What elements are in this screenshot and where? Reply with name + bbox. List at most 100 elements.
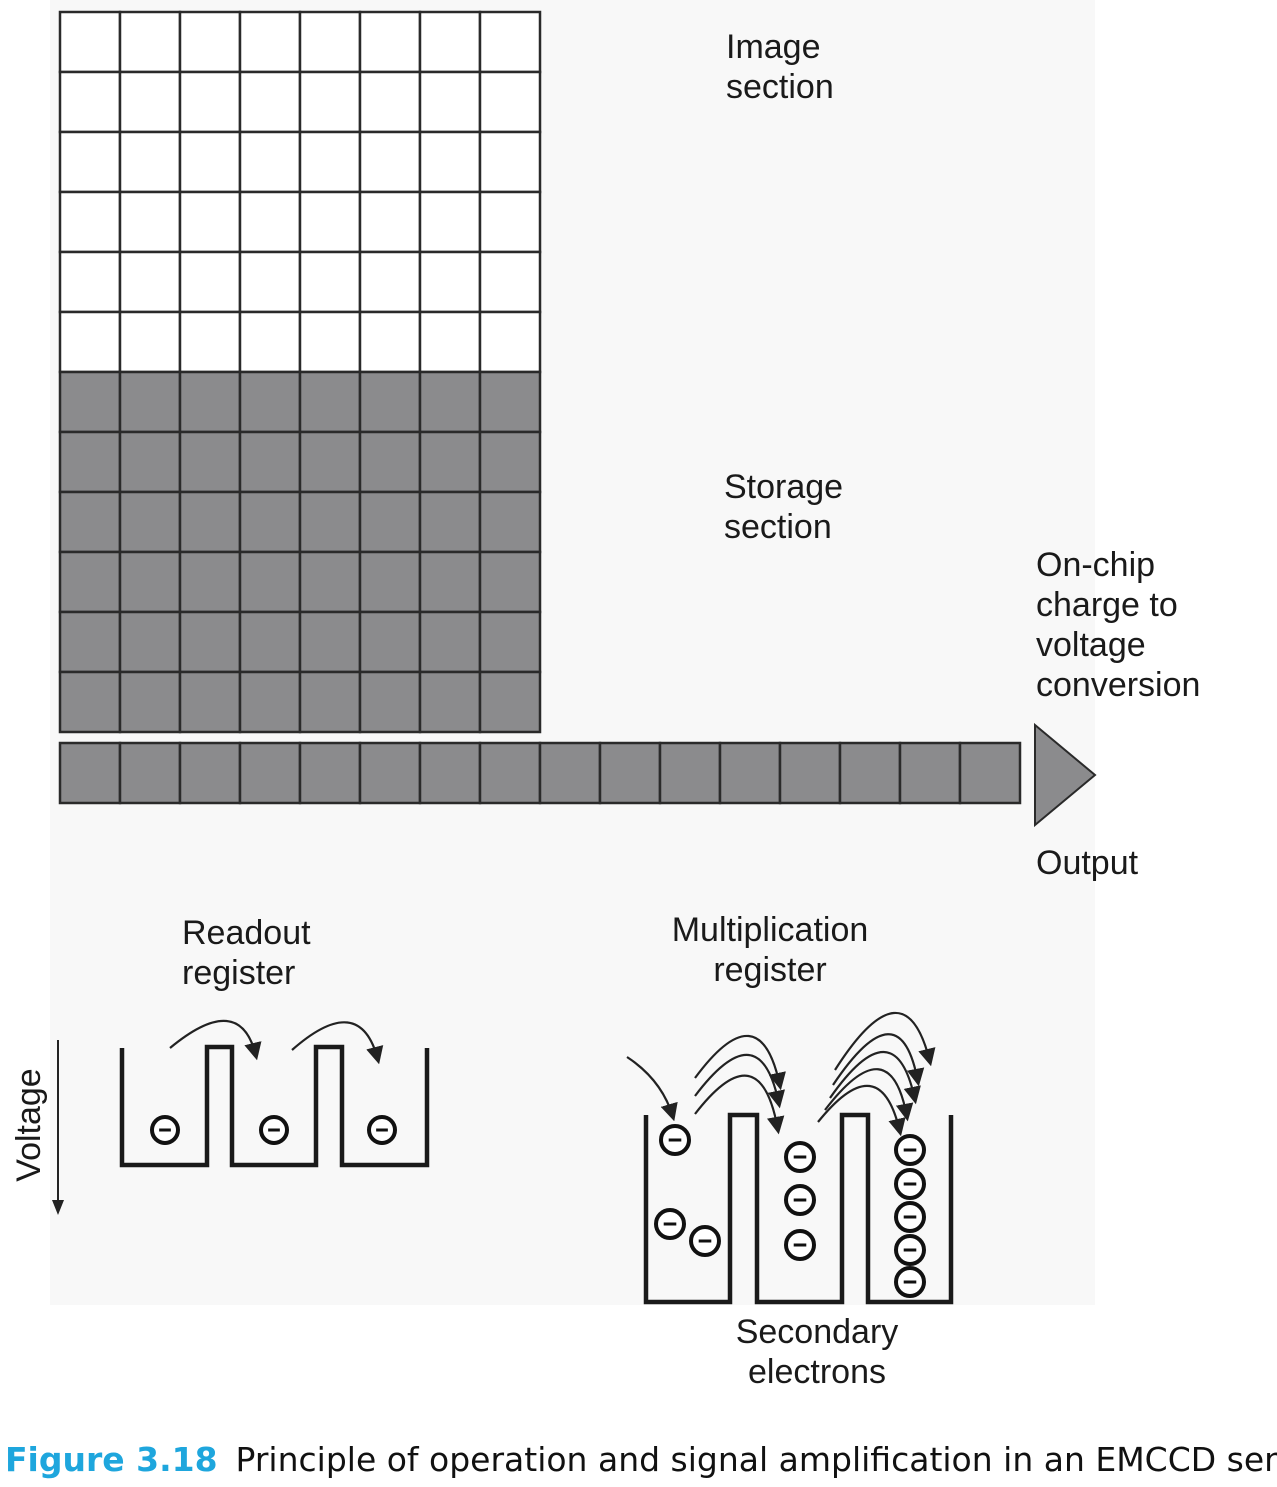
storage-pixel [178, 610, 242, 674]
register-pixel [658, 741, 722, 805]
figure-number: Figure 3.18 [5, 1440, 218, 1479]
electron-icon [784, 1184, 816, 1216]
storage-pixel [58, 670, 122, 734]
image-pixel [358, 310, 422, 374]
image-pixel [418, 250, 482, 314]
storage-pixel [478, 550, 542, 614]
electron-icon [894, 1201, 926, 1233]
image-pixel [478, 70, 542, 134]
storage-pixel [238, 490, 302, 554]
image-pixel [418, 130, 482, 194]
storage-pixel [298, 550, 362, 614]
storage-pixel [358, 370, 422, 434]
storage-pixel [358, 490, 422, 554]
image-pixel [358, 190, 422, 254]
transfer-arrow [817, 1084, 906, 1137]
storage-pixel [358, 430, 422, 494]
image-pixel [238, 70, 302, 134]
storage-pixel [58, 370, 122, 434]
image-pixel [178, 310, 242, 374]
storage-pixel [238, 610, 302, 674]
storage-pixel [358, 550, 422, 614]
image-pixel [58, 70, 122, 134]
image-pixel [178, 10, 242, 74]
storage-pixel [478, 670, 542, 734]
caption-text: Principle of operation and signal amplif… [236, 1440, 1277, 1479]
electron-icon [894, 1168, 926, 1200]
storage-pixel [238, 550, 302, 614]
electron-icon [894, 1266, 926, 1298]
storage-pixel [418, 550, 482, 614]
transfer-arrow [694, 1053, 786, 1109]
multiplication-electrons [654, 1124, 926, 1298]
image-pixel [298, 10, 362, 74]
image-pixel [298, 70, 362, 134]
storage-pixel [58, 610, 122, 674]
image-pixel [298, 250, 362, 314]
storage-pixel [418, 430, 482, 494]
storage-pixel [418, 370, 482, 434]
storage-pixel [58, 430, 122, 494]
register-pixel [298, 741, 362, 805]
image-pixel [478, 250, 542, 314]
storage-pixel [418, 490, 482, 554]
electron-icon [654, 1208, 686, 1240]
image-pixel [238, 130, 302, 194]
image-pixel [478, 310, 542, 374]
multiplication-transfer-arrows [626, 1011, 936, 1137]
storage-pixel [298, 370, 362, 434]
image-pixel [418, 70, 482, 134]
transfer-arrow [834, 1011, 936, 1071]
image-pixel [238, 190, 302, 254]
register-pixel [178, 741, 242, 805]
voltage-arrow-head-icon [52, 1200, 64, 1215]
sensor-grid [58, 10, 542, 734]
image-pixel [58, 10, 122, 74]
image-pixel [238, 310, 302, 374]
storage-pixel [358, 670, 422, 734]
storage-pixel [178, 430, 242, 494]
electron-icon [894, 1134, 926, 1166]
transfer-arrow [832, 1033, 925, 1087]
image-pixel [358, 250, 422, 314]
multiplication-potential-wells [643, 1112, 954, 1305]
readout-potential-wells [119, 1044, 430, 1168]
image-pixel [118, 70, 182, 134]
image-pixel [178, 190, 242, 254]
image-pixel [58, 130, 122, 194]
storage-pixel [478, 430, 542, 494]
output-amplifier-triangle [1034, 722, 1097, 828]
image-pixel [298, 190, 362, 254]
register-pixel [718, 741, 782, 805]
register-pixel [118, 741, 182, 805]
image-pixel [418, 10, 482, 74]
image-pixel [358, 70, 422, 134]
image-pixel [118, 310, 182, 374]
image-pixel [238, 10, 302, 74]
storage-pixel [358, 610, 422, 674]
register-pixel [538, 741, 602, 805]
image-pixel [478, 10, 542, 74]
register-pixel [598, 741, 662, 805]
register-pixel [838, 741, 902, 805]
storage-pixel [118, 550, 182, 614]
transfer-arrow [694, 1034, 786, 1091]
image-pixel [358, 130, 422, 194]
register-pixel [358, 741, 422, 805]
storage-pixel [118, 370, 182, 434]
storage-pixel [238, 370, 302, 434]
image-pixel [118, 130, 182, 194]
storage-pixel [178, 550, 242, 614]
register-pixel [238, 741, 302, 805]
image-pixel [118, 190, 182, 254]
storage-pixel [178, 490, 242, 554]
register-pixel [58, 741, 122, 805]
image-pixel [418, 190, 482, 254]
storage-pixel [58, 550, 122, 614]
register-pixel [478, 741, 542, 805]
